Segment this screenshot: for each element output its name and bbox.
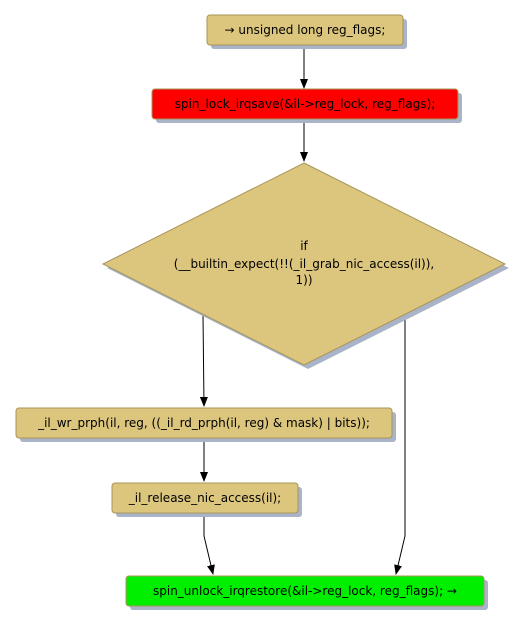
node-write: _il_wr_prph(il, reg, ((_il_rd_prph(il, r… bbox=[15, 407, 396, 442]
node-condition: if (__builtin_expect(!!(_il_grab_nic_acc… bbox=[101, 162, 509, 369]
edge-release-to-unlock bbox=[203, 512, 215, 575]
node-lock-label: spin_lock_irqsave(&il->reg_lock, reg_fla… bbox=[175, 97, 436, 111]
condition-line-3: 1)) bbox=[296, 273, 313, 287]
edge-condition-to-unlock bbox=[394, 314, 406, 575]
node-unlock: spin_unlock_irqrestore(&il->reg_lock, re… bbox=[125, 575, 488, 610]
node-declare: → unsigned long reg_flags; bbox=[206, 14, 407, 49]
edge-condition-to-write bbox=[199, 313, 208, 407]
edges bbox=[199, 45, 406, 575]
node-declare-label: → unsigned long reg_flags; bbox=[225, 23, 386, 37]
node-release: _il_release_nic_access(il); bbox=[111, 482, 302, 517]
node-unlock-label: spin_unlock_irqrestore(&il->reg_lock, re… bbox=[153, 584, 457, 598]
condition-line-1: if bbox=[300, 239, 308, 253]
node-write-label: _il_wr_prph(il, reg, ((_il_rd_prph(il, r… bbox=[37, 416, 370, 430]
node-lock: spin_lock_irqsave(&il->reg_lock, reg_fla… bbox=[151, 88, 462, 123]
node-release-label: _il_release_nic_access(il); bbox=[128, 491, 281, 505]
condition-line-2: (__builtin_expect(!!(_il_grab_nic_access… bbox=[174, 257, 434, 271]
